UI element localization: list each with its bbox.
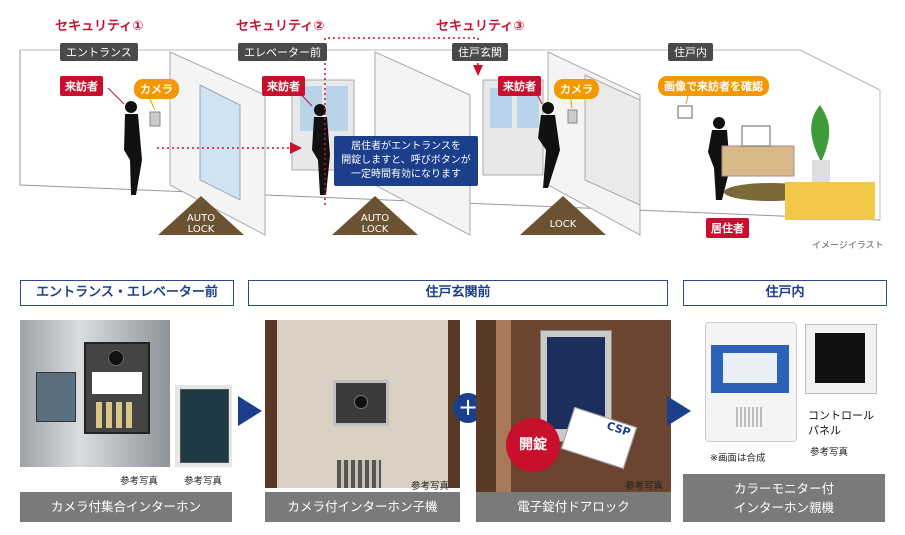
auto-lock-label-2: AUTO LOCK: [355, 213, 395, 235]
keypad: [96, 402, 136, 428]
area-elevator-tag: エレベーター前: [238, 43, 327, 61]
card-reader: [36, 372, 76, 422]
monitor-screen: [711, 345, 789, 393]
speaker-grille: [337, 460, 381, 488]
caption-collective-intercom: カメラ付集合インターホン: [20, 492, 232, 522]
keypad-panel: [180, 389, 229, 463]
door-camera: [333, 380, 389, 426]
area-front-door-tag: 住戸玄関: [452, 43, 508, 61]
photo-note: 参考写真: [120, 476, 159, 487]
security-3-label: セキュリティ③: [436, 19, 525, 34]
arrow-right-icon: [667, 396, 691, 426]
control-panel-photo: [805, 324, 877, 394]
area-inside-tag: 住戸内: [668, 43, 713, 61]
section-front-door: 住戸玄関前: [248, 280, 668, 306]
control-panel-label: コントロール パネル: [808, 408, 874, 438]
control-panel-face: [815, 333, 865, 383]
photo-note: 参考写真: [184, 476, 223, 487]
screen-note: ※画面は合成: [710, 453, 766, 464]
section-entrance-elevator: エントランス・エレベーター前: [20, 280, 234, 306]
camera-tag: カメラ: [134, 79, 179, 99]
photo-note: 参考写真: [625, 481, 664, 492]
caption-electronic-lock: 電子錠付ドアロック: [476, 492, 671, 522]
control-panel-line: コントロール: [808, 409, 874, 422]
elevator-keypad-photo: [175, 385, 232, 467]
caption-color-monitor: カラーモニター付 インターホン親機: [683, 474, 885, 522]
photo-note: 参考写真: [411, 481, 450, 492]
resident-tag: 居住者: [706, 218, 749, 238]
key-card: CSP: [560, 406, 638, 470]
speaker-grille: [736, 407, 762, 427]
camera-lens: [354, 395, 368, 409]
section-inside: 住戸内: [683, 280, 887, 306]
area-entrance-tag: エントランス: [60, 43, 138, 61]
caption-line: カラーモニター付: [733, 481, 834, 496]
electronic-lock-photo: 開錠 CSP: [476, 320, 671, 495]
info-line: 開錠しますと、呼びボタンが: [341, 155, 471, 166]
lock-text: AUTO: [186, 213, 216, 224]
arrow-right-icon: [238, 396, 262, 426]
visitor-tag: 来訪者: [498, 76, 541, 96]
camera-tag: カメラ: [554, 79, 599, 99]
info-line: 一定時間有効になります: [351, 169, 461, 180]
collective-intercom-photo: [20, 320, 170, 467]
lock-text: LOCK: [187, 224, 215, 235]
confirm-tag: 画像で来訪者を確認: [658, 76, 769, 96]
intercom-panel: [84, 342, 150, 434]
open-badge: 開錠: [506, 418, 560, 472]
corridor-illustration: [19, 37, 881, 236]
caption-line: インターホン親機: [733, 500, 834, 515]
lock-label-3: LOCK: [549, 219, 577, 230]
image-note: イメージイラスト: [812, 241, 884, 251]
caption-door-intercom: カメラ付インターホン子機: [265, 492, 460, 522]
control-panel-line: パネル: [808, 424, 841, 437]
auto-lock-label-1: AUTO LOCK: [181, 213, 221, 235]
visitor-tag: 来訪者: [60, 76, 103, 96]
door-intercom-photo: [265, 320, 460, 488]
lock-text: AUTO: [360, 213, 390, 224]
intercom-screen: [92, 372, 142, 394]
camera-lens: [108, 350, 124, 366]
visitor-tag: 来訪者: [262, 76, 305, 96]
photo-note: 参考写真: [810, 447, 849, 458]
lock-text: LOCK: [361, 224, 389, 235]
info-line: 居住者がエントランスを: [351, 141, 461, 152]
security-1-label: セキュリティ①: [55, 19, 144, 34]
monitor-ui: [723, 353, 777, 383]
info-box: 居住者がエントランスを 開錠しますと、呼びボタンが 一定時間有効になります: [334, 136, 478, 186]
color-monitor-photo: [705, 322, 797, 442]
security-2-label: セキュリティ②: [236, 19, 325, 34]
